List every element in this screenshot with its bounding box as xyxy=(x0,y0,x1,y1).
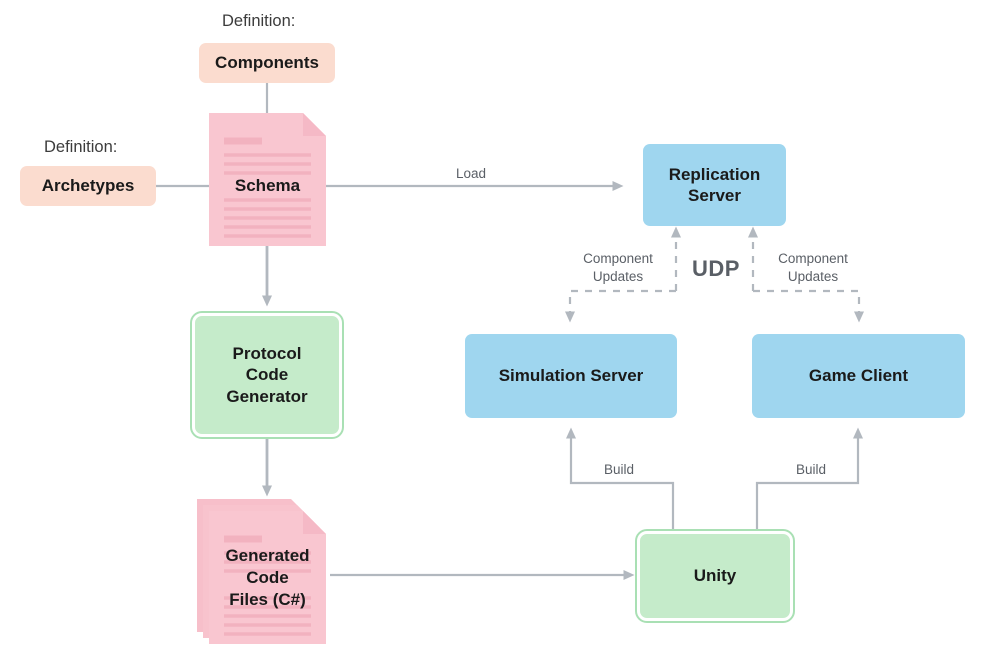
edge-label-component-updates-left-line2: Updates xyxy=(592,268,644,284)
node-components[interactable]: Components xyxy=(199,43,335,83)
node-generated-code-files-label: Generated Code Files (C#) xyxy=(209,535,326,621)
node-generated-code-files-line2: Code xyxy=(246,567,289,587)
node-replication-server[interactable]: Replication Server xyxy=(643,144,786,226)
node-protocol-code-generator-line1: Protocol xyxy=(232,344,302,364)
caption-components-definition: Definition: xyxy=(222,12,296,30)
node-generated-code-files-line3: Files (C#) xyxy=(229,590,306,610)
schema-document-shape[interactable] xyxy=(209,113,326,246)
node-game-client[interactable]: Game Client xyxy=(752,334,965,418)
node-archetypes[interactable]: Archetypes xyxy=(20,166,156,206)
edge-unity-to-game-client xyxy=(755,427,863,531)
node-generated-code-files-line1: Generated xyxy=(225,545,310,565)
node-protocol-code-generator-line2: Code xyxy=(245,365,289,385)
generated-code-files-document-stack[interactable] xyxy=(197,499,326,644)
node-simulation-server[interactable]: Simulation Server xyxy=(465,334,677,418)
edge-label-component-updates-left: Component Updates xyxy=(570,250,666,285)
edge-label-component-updates-right: Component Updates xyxy=(765,250,861,285)
edge-label-load: Load xyxy=(455,166,487,181)
edge-label-component-updates-right-line1: Component xyxy=(778,251,848,266)
edge-label-component-updates-left-line1: Component xyxy=(583,251,653,266)
edge-label-component-updates-right-line2: Updates xyxy=(787,268,839,284)
edge-label-build-right: Build xyxy=(795,462,827,477)
node-protocol-code-generator[interactable]: Protocol Code Generator xyxy=(190,311,344,439)
edge-unity-to-simulation-server xyxy=(566,427,675,531)
edge-label-udp: UDP xyxy=(692,256,740,281)
node-protocol-code-generator-line3: Generator xyxy=(226,386,308,406)
node-schema-label: Schema xyxy=(234,175,301,195)
edge-label-build-left: Build xyxy=(603,462,635,477)
node-replication-server-line2: Server xyxy=(688,186,741,205)
node-unity[interactable]: Unity xyxy=(635,529,795,623)
caption-archetypes-definition: Definition: xyxy=(44,138,118,156)
node-replication-server-line1: Replication xyxy=(668,164,761,184)
